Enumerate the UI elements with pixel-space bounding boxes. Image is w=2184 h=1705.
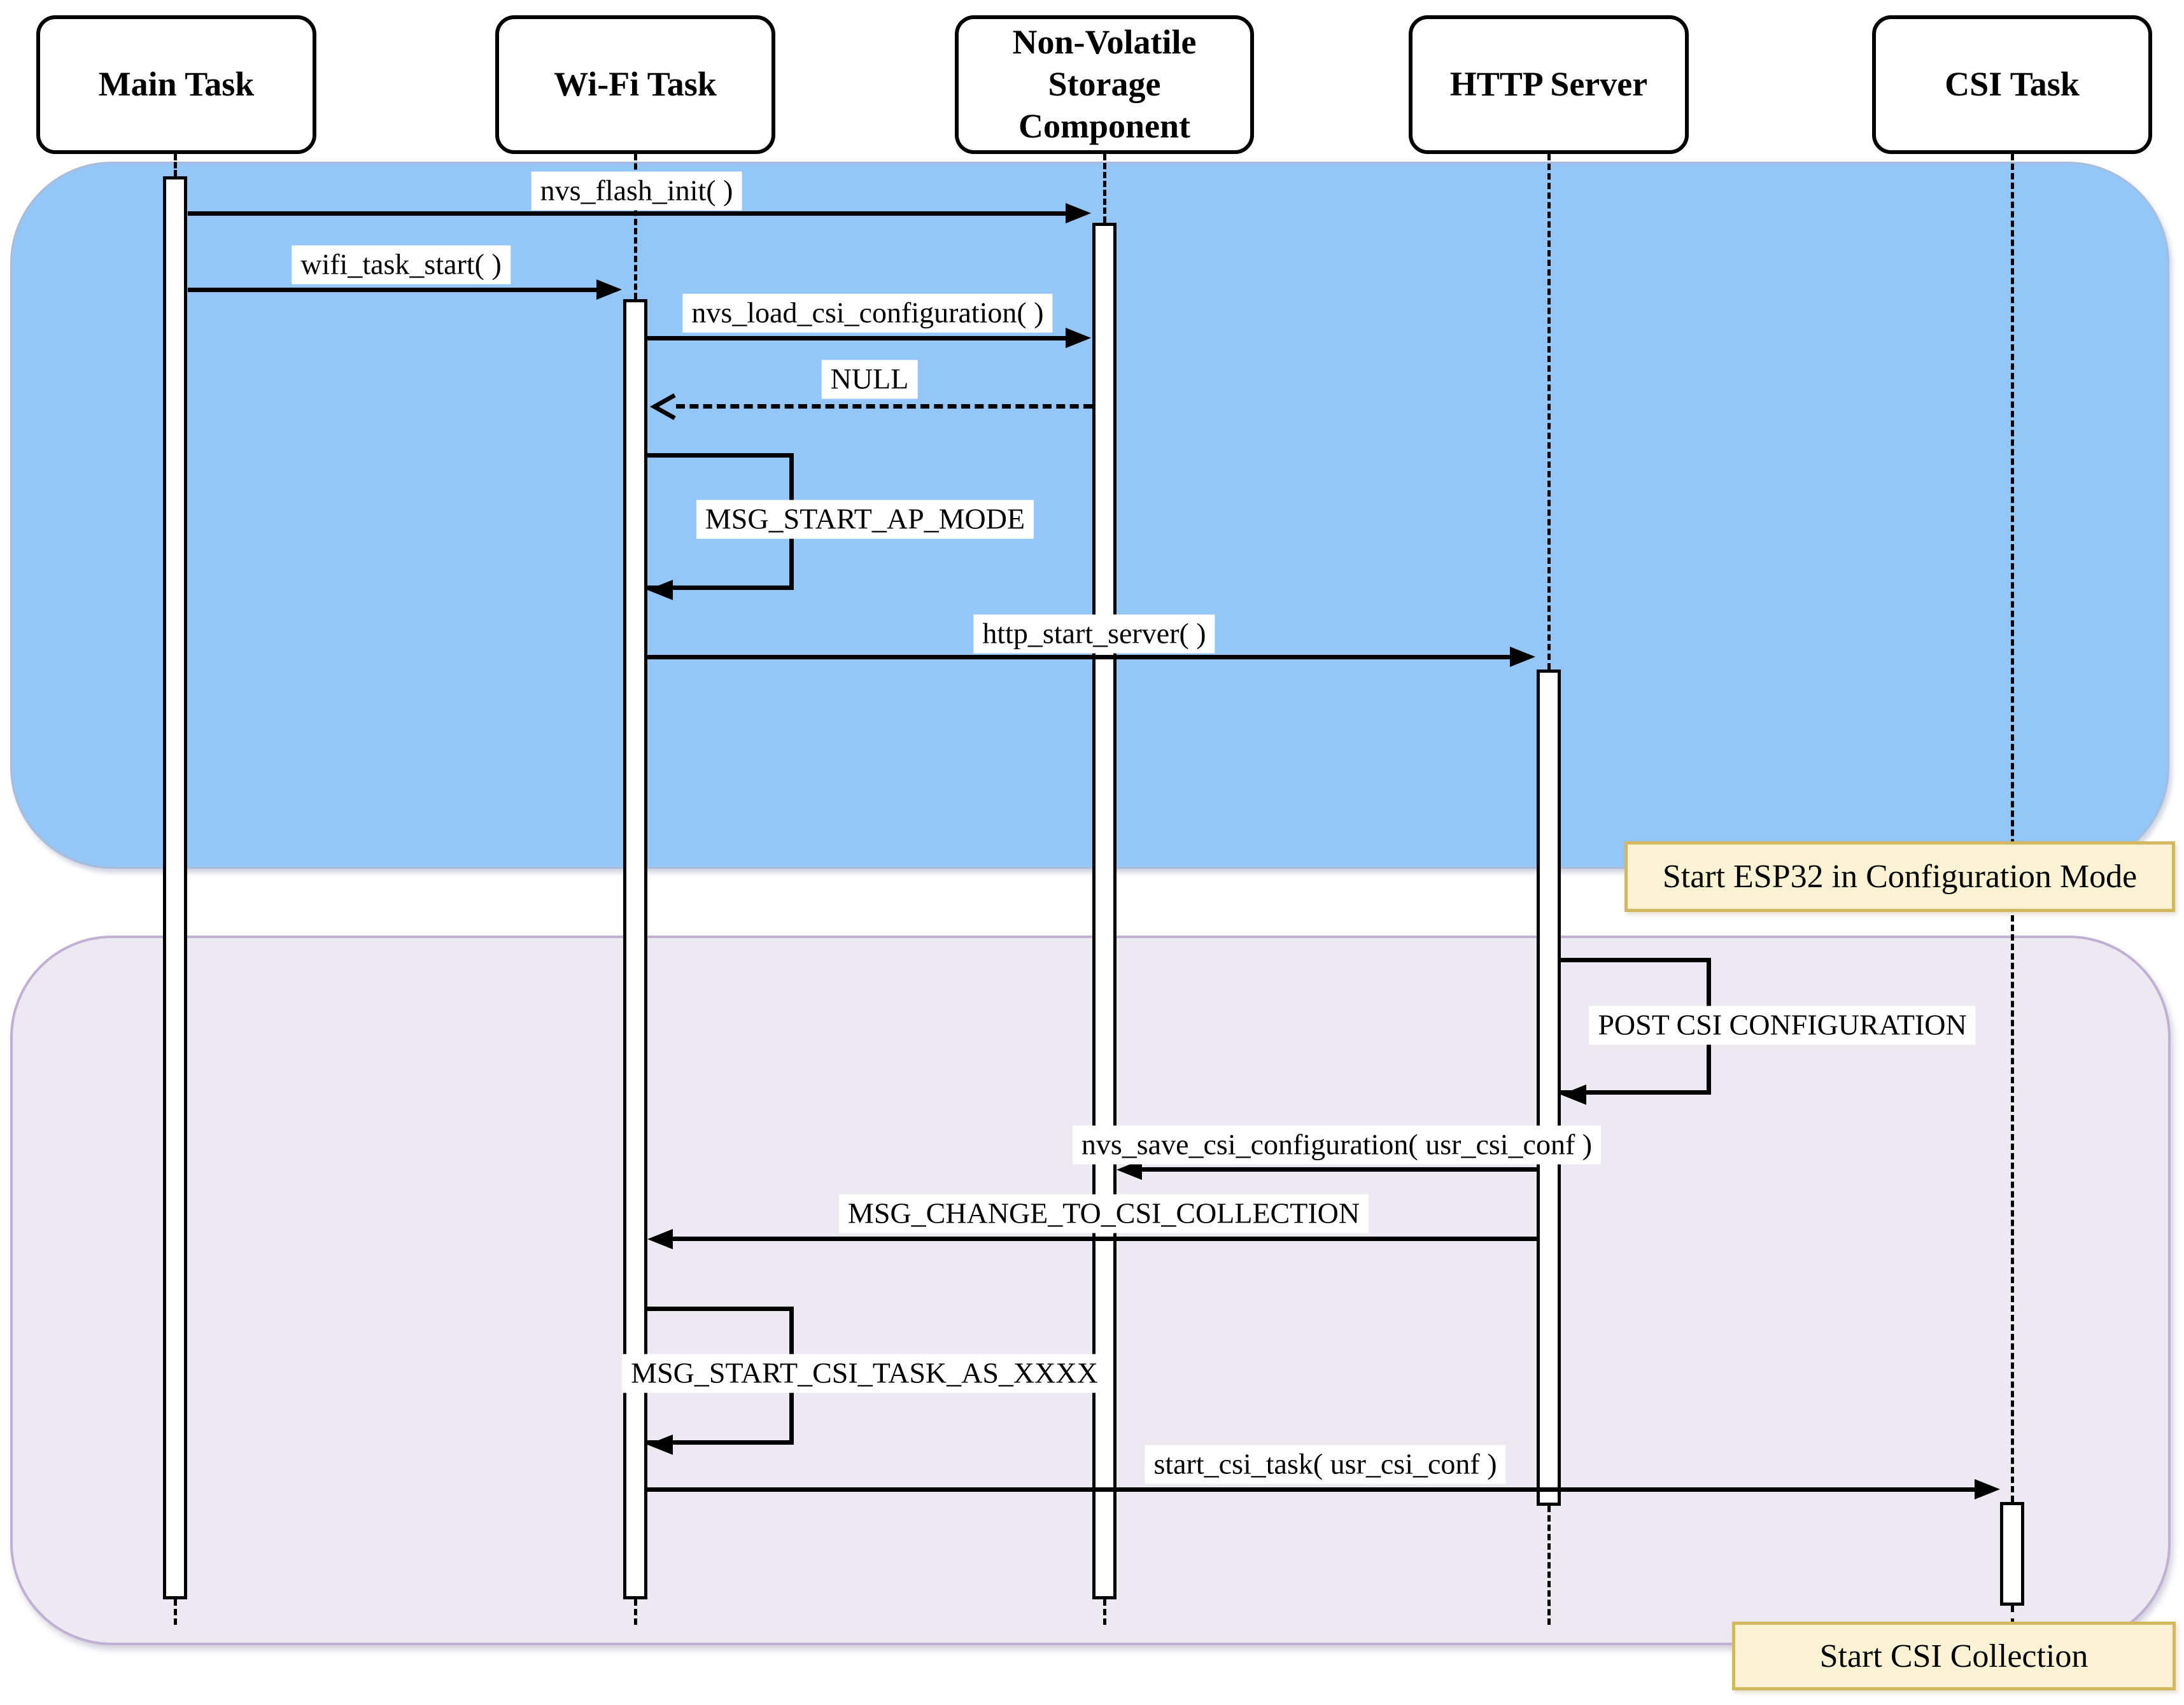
participant-box-csi-task: CSI Task bbox=[1872, 15, 2152, 154]
arrowhead-right-icon bbox=[1066, 203, 1091, 223]
participant-label: Main Task bbox=[98, 65, 255, 104]
phase-region-csi-collection bbox=[10, 936, 2171, 1645]
message-label: POST CSI CONFIGURATION bbox=[1589, 1006, 1976, 1045]
message-label: MSG_CHANGE_TO_CSI_COLLECTION bbox=[838, 1194, 1369, 1233]
lifeline-http-server-tail bbox=[1547, 1506, 1551, 1625]
lifeline-wifi-task-tail bbox=[634, 1599, 637, 1625]
message-line-nvs-load-csi-configuration bbox=[647, 336, 1066, 340]
message-line-start-csi-task bbox=[647, 1487, 1975, 1492]
arrowhead-right-icon bbox=[1975, 1479, 2000, 1499]
participant-box-main-task: Main Task bbox=[36, 15, 316, 154]
message-line-nvs-save-csi-configuration bbox=[1142, 1167, 1537, 1172]
message-line-http-start-server bbox=[647, 655, 1510, 659]
message-label: MSG_START_CSI_TASK_AS_XXXX bbox=[622, 1354, 1107, 1393]
participant-label: Non-Volatile Storage Component bbox=[1012, 23, 1197, 145]
lifeline-csi-task-tail bbox=[2011, 1606, 2014, 1625]
participant-label: CSI Task bbox=[1945, 65, 2080, 104]
activation-bar-csi-task bbox=[2000, 1502, 2024, 1606]
participant-box-wifi-task: Wi-Fi Task bbox=[495, 15, 775, 154]
message-line-wifi-task-start bbox=[188, 288, 596, 292]
activation-bar-http-server bbox=[1537, 670, 1561, 1506]
lifeline-http-server bbox=[1547, 154, 1551, 670]
lifeline-wifi-task bbox=[634, 154, 637, 299]
arrowhead-left-icon bbox=[647, 1435, 673, 1455]
participant-label: HTTP Server bbox=[1449, 65, 1648, 104]
phase-note-csi-collection: Start CSI Collection bbox=[1732, 1622, 2176, 1690]
message-line-msg-change-to-csi-collection bbox=[673, 1237, 1537, 1241]
activation-bar-main-task bbox=[163, 176, 187, 1599]
phase-note-configuration-mode: Start ESP32 in Configuration Mode bbox=[1624, 841, 2175, 912]
phase-note-label: Start ESP32 in Configuration Mode bbox=[1662, 859, 2138, 895]
lifeline-nvs-component bbox=[1103, 154, 1106, 223]
message-label: nvs_flash_init( ) bbox=[531, 171, 742, 211]
lifeline-csi-task bbox=[2011, 154, 2014, 1502]
arrowhead-open-left-icon bbox=[649, 393, 676, 421]
arrowhead-left-icon bbox=[1561, 1084, 1586, 1105]
activation-bar-wifi-task bbox=[623, 299, 647, 1599]
participant-box-http-server: HTTP Server bbox=[1409, 15, 1689, 154]
lifeline-nvs-component-tail bbox=[1103, 1599, 1106, 1625]
message-label: http_start_server( ) bbox=[973, 614, 1215, 654]
participant-box-nvs-component: Non-Volatile Storage Component bbox=[955, 15, 1254, 154]
message-line-null-return bbox=[676, 404, 1092, 409]
message-label: nvs_save_csi_configuration( usr_csi_conf… bbox=[1072, 1125, 1602, 1165]
message-label: wifi_task_start( ) bbox=[292, 245, 511, 284]
arrowhead-left-icon bbox=[647, 580, 673, 600]
message-label: MSG_START_AP_MODE bbox=[696, 500, 1034, 539]
activation-bar-nvs-component bbox=[1092, 223, 1117, 1599]
arrowhead-right-icon bbox=[596, 279, 622, 300]
lifeline-main-task bbox=[174, 154, 177, 176]
message-line-nvs-flash-init bbox=[188, 211, 1066, 216]
message-label: NULL bbox=[821, 360, 918, 399]
arrowhead-right-icon bbox=[1510, 647, 1535, 667]
participant-label: Wi-Fi Task bbox=[554, 65, 717, 104]
message-label: nvs_load_csi_configuration( ) bbox=[682, 293, 1053, 333]
phase-note-label: Start CSI Collection bbox=[1819, 1638, 2089, 1674]
lifeline-main-task-tail bbox=[174, 1599, 177, 1625]
arrowhead-left-icon bbox=[647, 1229, 673, 1249]
arrowhead-right-icon bbox=[1066, 328, 1091, 348]
message-label: start_csi_task( usr_csi_conf ) bbox=[1145, 1445, 1506, 1484]
